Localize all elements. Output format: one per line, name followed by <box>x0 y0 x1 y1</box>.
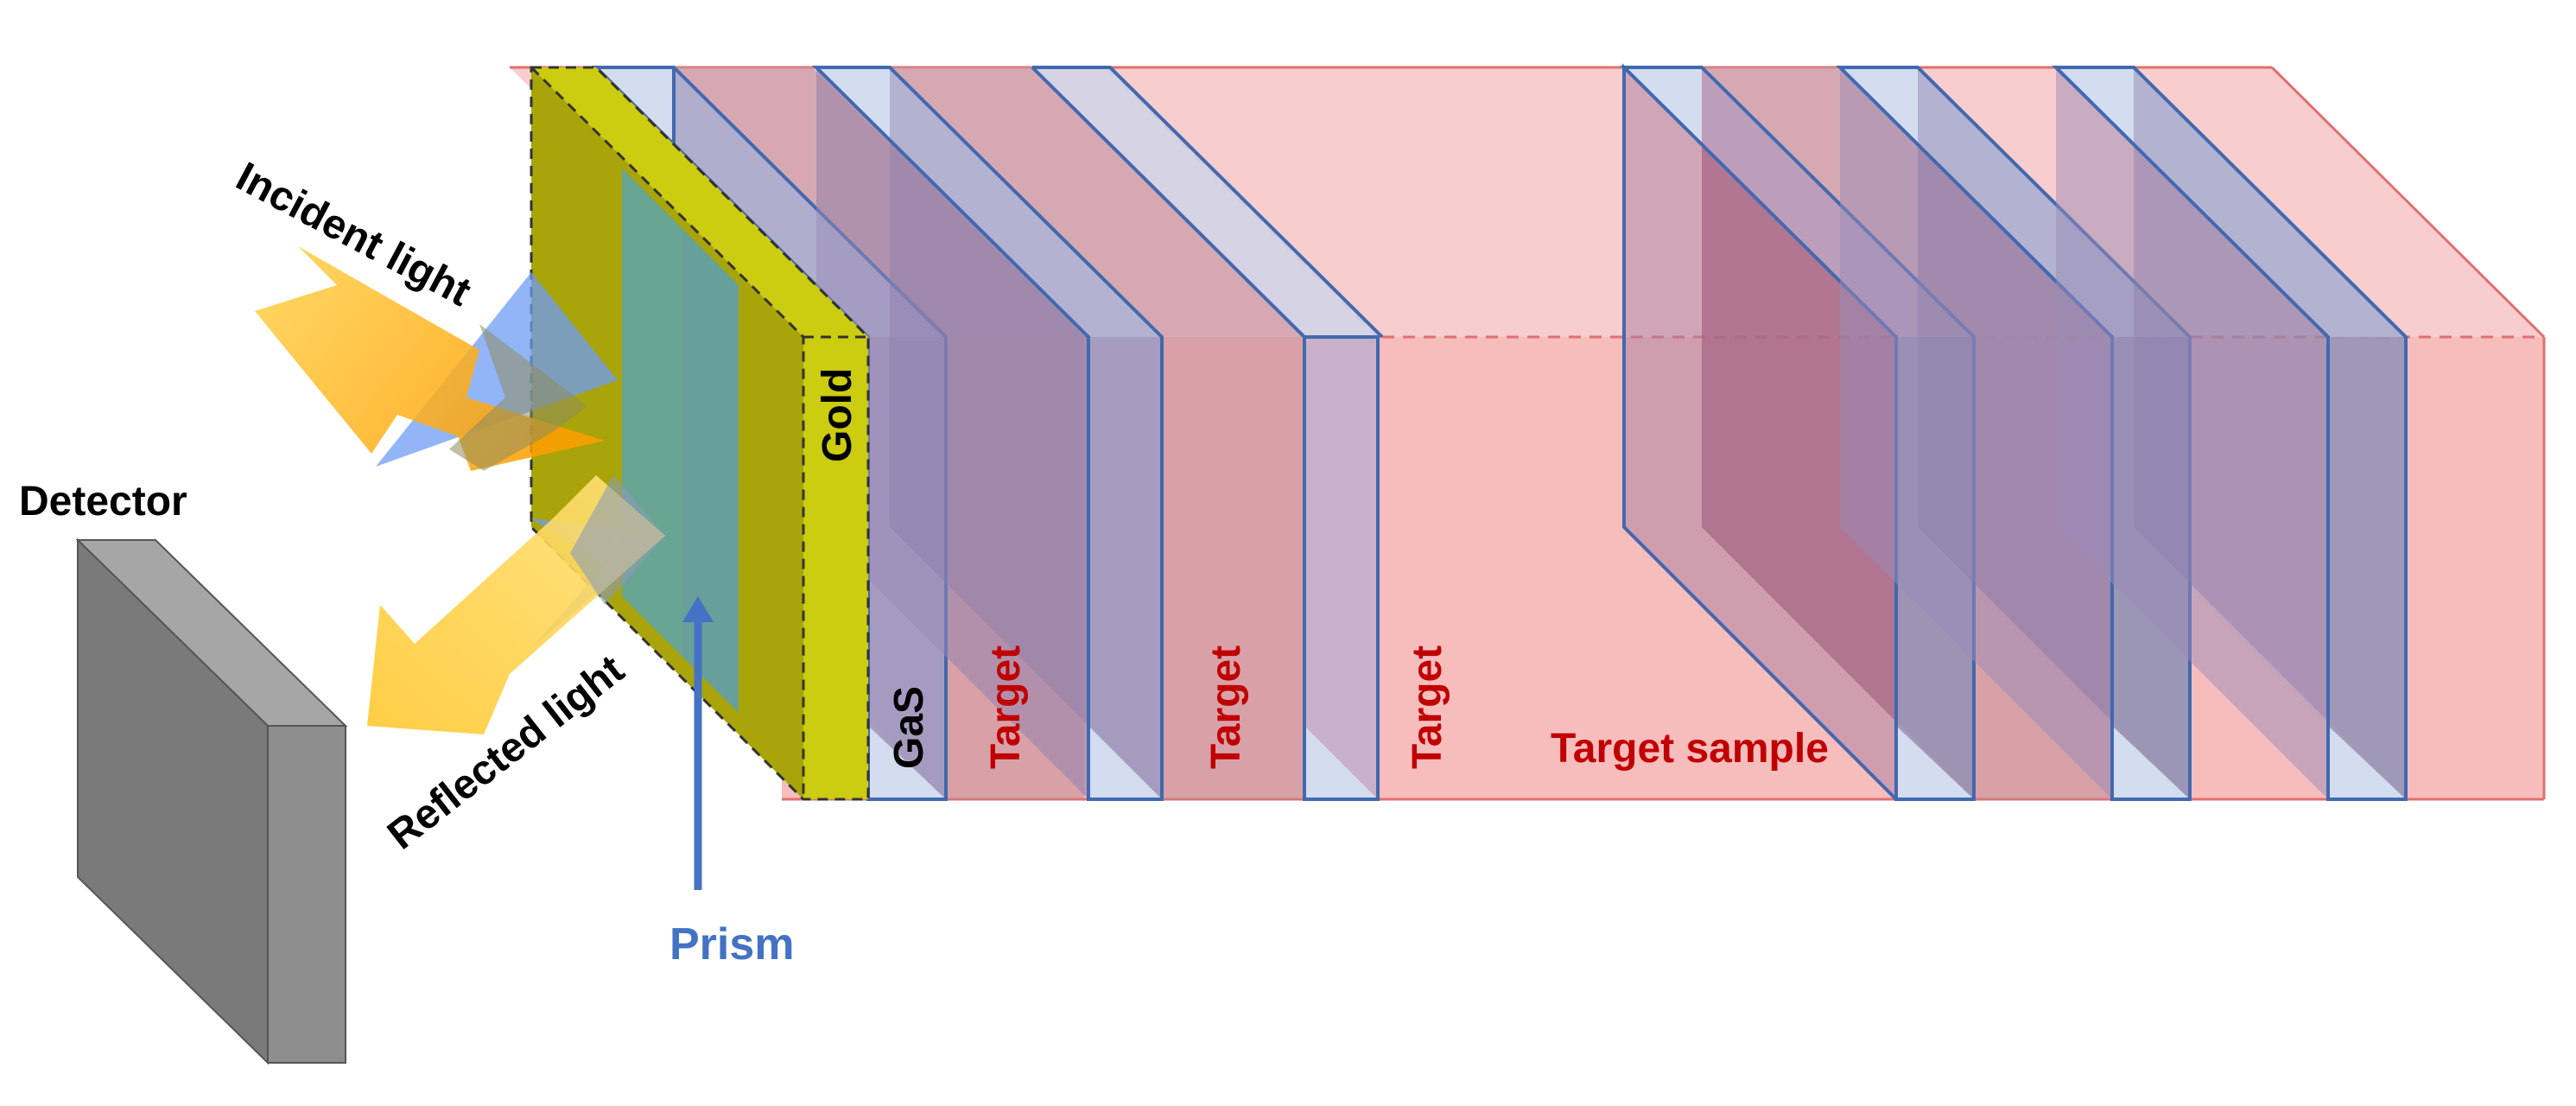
reflected-light <box>367 475 665 734</box>
gas-layer-3 <box>1031 66 1384 801</box>
gold-label: Gold <box>815 368 860 462</box>
target-sample-label: Target sample <box>1551 726 1829 772</box>
prism-arrow <box>682 596 714 890</box>
gas-layer-2 <box>812 66 1164 801</box>
gas-label: GaS <box>886 686 932 769</box>
incident-light <box>255 246 618 471</box>
gas-layer-6 <box>2052 66 2408 801</box>
target-label-3: Target <box>1405 645 1450 769</box>
target-label-2: Target <box>1203 645 1249 769</box>
target-label-1: Target <box>983 645 1029 769</box>
detector <box>75 537 348 1065</box>
prism-label: Prism <box>669 919 795 969</box>
detector-label: Detector <box>19 479 187 524</box>
